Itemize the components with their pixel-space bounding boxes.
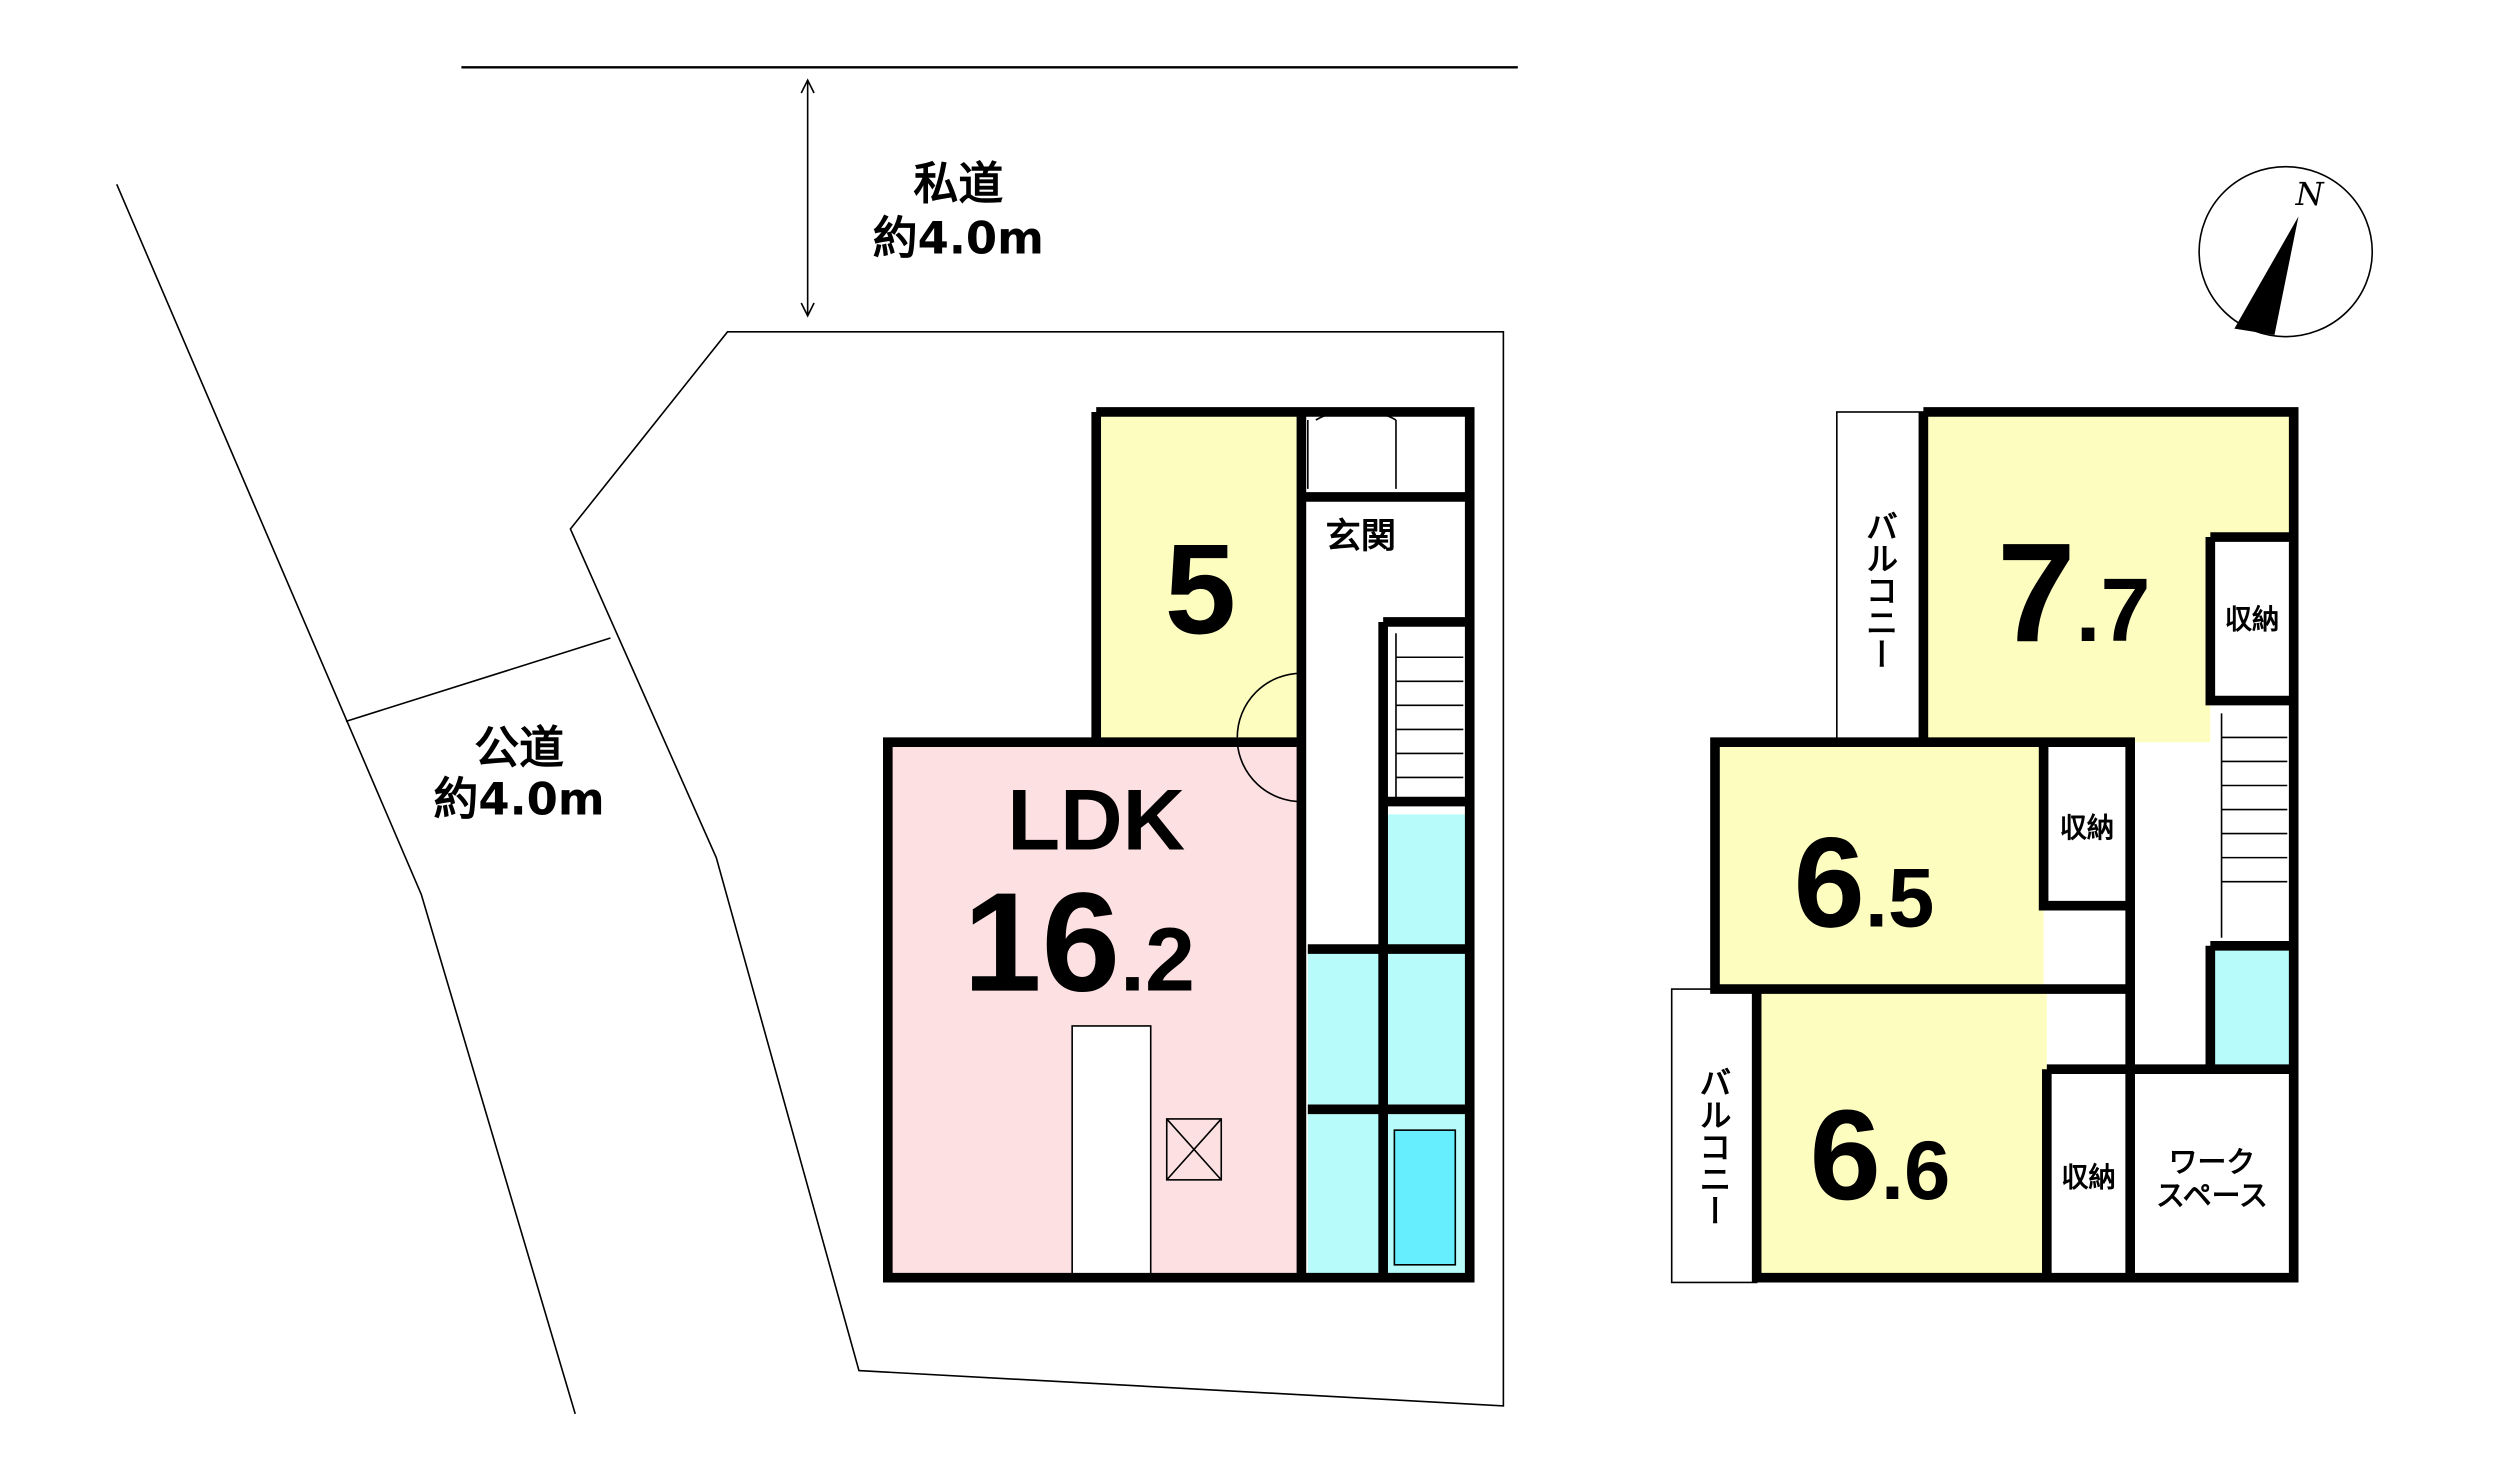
kitchen-counter [1071,1025,1152,1279]
ldk-size: 16.2 [963,863,1195,1021]
public-road-dimension [345,637,611,723]
entrance-label: 玄関 [1325,516,1396,557]
toilet-1f [1383,814,1470,946]
storage-6-5-label: 収納 [2060,812,2115,844]
room-5 [1096,411,1302,743]
workspace-label-2: スペース [2156,1178,2268,1212]
toilet-2f [2210,945,2294,1070]
storage-7-7-label: 収納 [2225,603,2280,635]
private-road-name: 私道 [913,157,1003,210]
room-6-5 [1714,742,2044,990]
private-road-width: 約4.0m [873,211,1044,264]
north-compass-icon: N [2198,165,2374,338]
workspace-label-1: ワーク [2169,1145,2256,1179]
balcony-north-label: バルコニー [1861,510,1899,670]
private-road-dimension [800,78,815,318]
site-lines [116,66,1518,1415]
floor-2: 7.7 6.5 6.6 収納 収納 収納 バルコニー バルコニー ワーク スペー… [1670,407,2299,1284]
storage-6-6-label: 収納 [2061,1161,2116,1193]
room-6-6 [1756,989,2047,1278]
bathtub [1393,1129,1457,1266]
svg-text:N: N [2295,175,2325,213]
public-road-width: 約4.0m [434,772,605,825]
room-5-label: 5 [1165,518,1236,661]
room-6-6-label: 6.6 [1810,1084,1951,1227]
room-7-7-label: 7.7 [1997,513,2150,671]
floor-1: 5 LDK 16.2 玄関 [883,407,1475,1283]
washroom [1307,949,1470,1110]
ldk-label: LDK [1007,773,1185,869]
room-6-5-label: 6.5 [1794,812,1935,955]
public-road-name: 公道 [474,721,564,774]
room-7-7 [1923,411,2294,743]
balcony-south-label: バルコニー [1694,1066,1732,1226]
